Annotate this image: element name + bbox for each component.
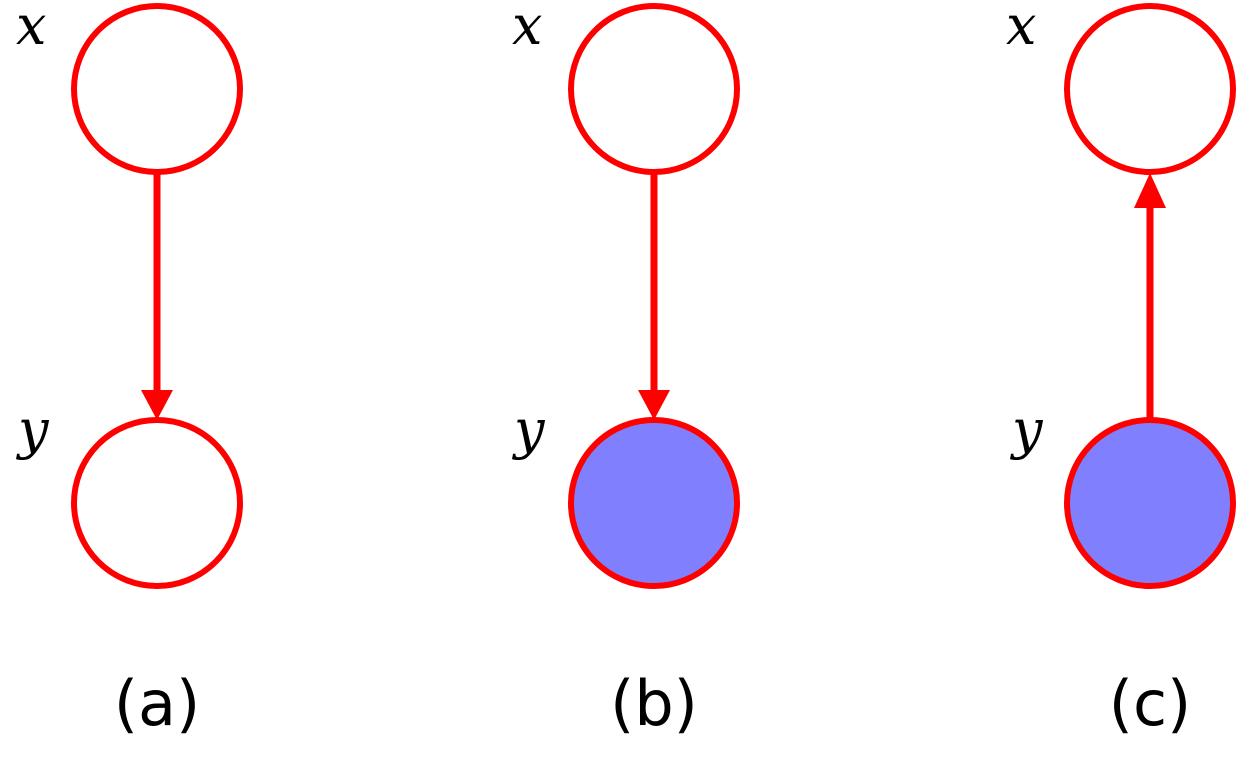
node-x	[71, 3, 243, 175]
edge-arrowhead	[1134, 173, 1166, 208]
node-label-y: y	[16, 398, 50, 461]
node-label-x: x	[1006, 0, 1036, 57]
node-x	[1064, 3, 1236, 175]
edge-arrowhead	[638, 390, 670, 420]
panel-caption: (a)	[114, 667, 200, 740]
panel-b: x y (b)	[512, 0, 740, 740]
node-label-y: y	[1010, 398, 1044, 461]
node-x	[568, 3, 740, 175]
panel-caption: (b)	[610, 667, 698, 740]
node-label-x: x	[512, 0, 542, 57]
panel-c: x y (c)	[1006, 0, 1236, 740]
node-label-y: y	[512, 398, 546, 461]
node-y	[71, 417, 243, 589]
panel-caption: (c)	[1109, 667, 1191, 740]
node-label-x: x	[16, 0, 46, 57]
node-y	[568, 417, 740, 589]
node-y	[1064, 417, 1236, 589]
edge-arrowhead	[141, 390, 173, 420]
panel-a: x y (a)	[16, 0, 243, 740]
